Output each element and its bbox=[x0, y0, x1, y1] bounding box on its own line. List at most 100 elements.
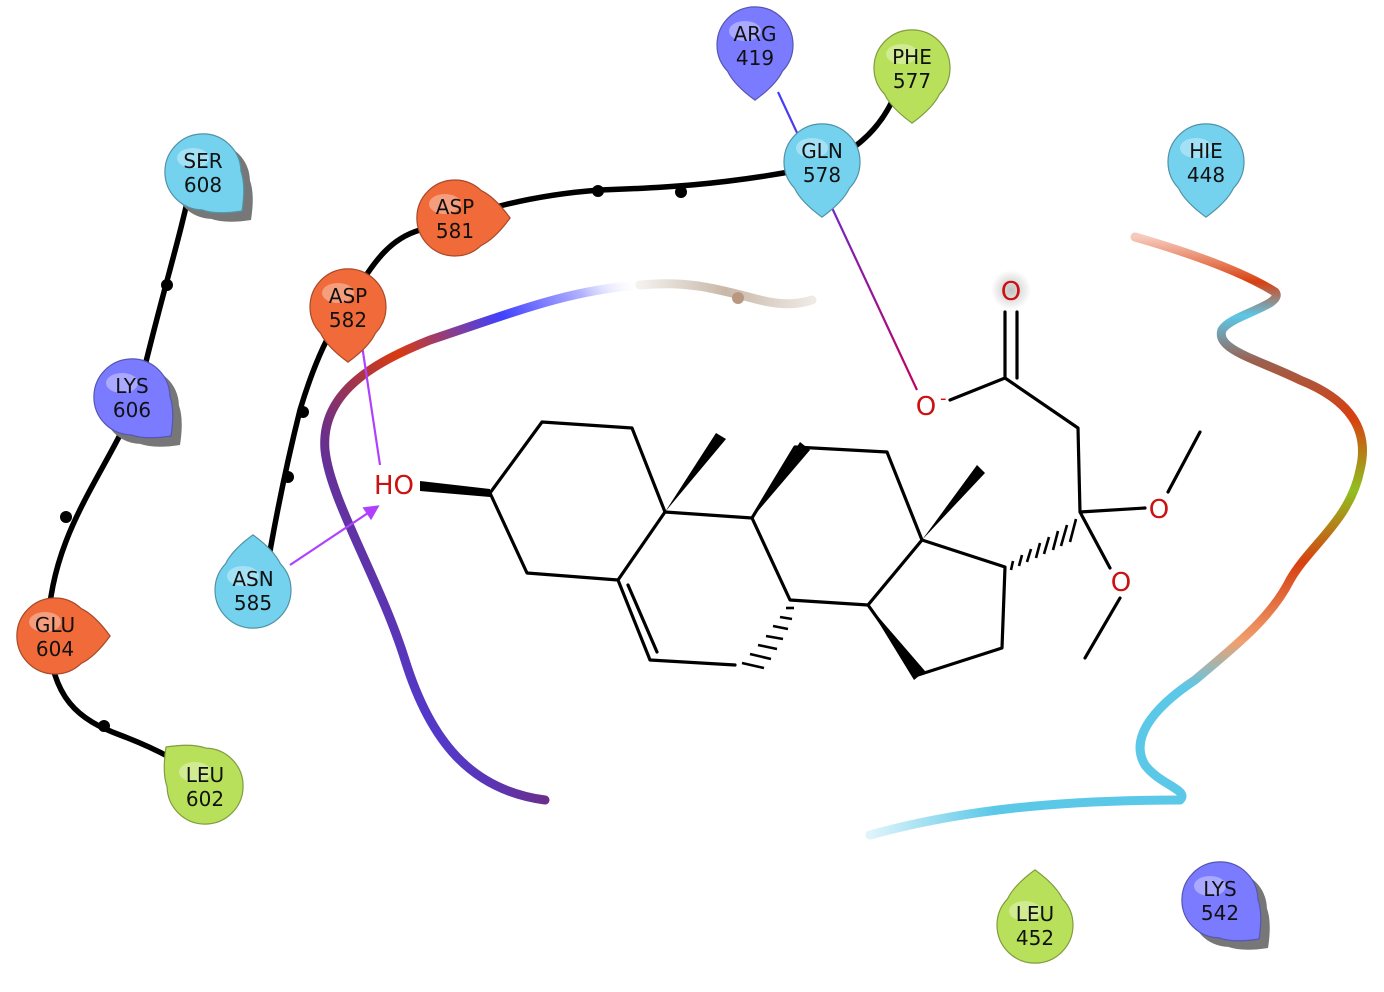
residue-droplet bbox=[416, 179, 511, 257]
hydroxyl-label: HO bbox=[374, 471, 414, 501]
backbone-dot bbox=[675, 186, 687, 198]
residue-droplet bbox=[716, 6, 794, 101]
residue-number-label: 604 bbox=[36, 637, 74, 661]
backbone-chain-left bbox=[45, 172, 208, 783]
residue-droplet bbox=[1181, 861, 1262, 942]
residue-name-label: HIE bbox=[1189, 139, 1223, 163]
residue-name-label: GLN bbox=[801, 139, 843, 163]
residue-name-label: LEU bbox=[1016, 902, 1054, 926]
residue-droplet bbox=[163, 744, 244, 825]
hbond-arrow-asp582 bbox=[354, 328, 382, 466]
hbond-arrow-asn585 bbox=[289, 505, 380, 566]
residue-highlight bbox=[177, 148, 209, 168]
residue-highlight bbox=[106, 373, 138, 393]
hash-bond bbox=[741, 606, 794, 670]
carboxylate-oxygen-label: O bbox=[916, 392, 936, 422]
residue-droplet bbox=[309, 268, 387, 363]
ring-double-bond bbox=[626, 583, 659, 654]
residue-number-label: 578 bbox=[803, 163, 841, 187]
residue-highlight bbox=[322, 283, 354, 303]
residue-number-label: 581 bbox=[436, 219, 474, 243]
backbone-dot bbox=[297, 406, 309, 418]
residue-name-label: LYS bbox=[115, 374, 148, 398]
residue-highlight bbox=[1009, 901, 1041, 921]
residue-highlight bbox=[179, 762, 211, 782]
residue-highlight bbox=[227, 566, 259, 586]
residue-name-label: LEU bbox=[186, 763, 224, 787]
pocket-right-arc bbox=[1130, 232, 1367, 805]
residue-droplet bbox=[214, 534, 292, 629]
pocket-top-segment bbox=[635, 279, 817, 309]
pocket-left-arc bbox=[320, 280, 645, 805]
wedge-bond bbox=[752, 442, 810, 518]
residue-number-label: 582 bbox=[329, 308, 367, 332]
backbone-dot bbox=[161, 279, 173, 291]
wedge-bond bbox=[868, 605, 925, 680]
pocket-outline bbox=[320, 232, 1367, 840]
pocket-bottom-segment bbox=[865, 795, 1185, 840]
residue-name-label: LYS bbox=[1203, 877, 1236, 901]
residue-number-label: 542 bbox=[1201, 901, 1239, 925]
residue-name-label: ASP bbox=[329, 284, 367, 308]
residue-number-label: 608 bbox=[184, 173, 222, 197]
backbone-dot bbox=[60, 511, 72, 523]
pocket-top-dot bbox=[732, 292, 744, 304]
backbone-dot bbox=[282, 471, 294, 483]
residue-droplet bbox=[873, 29, 951, 124]
residue-highlight bbox=[729, 21, 761, 41]
residue-droplet bbox=[1167, 123, 1245, 218]
methoxy-oxygen-label-2: O bbox=[1111, 568, 1131, 598]
solvent-exposure-halo bbox=[991, 270, 1031, 310]
ligand-bonds bbox=[488, 310, 1202, 677]
residue-highlight bbox=[1180, 138, 1212, 158]
wedge-bond bbox=[665, 433, 726, 512]
residue-droplet bbox=[996, 869, 1074, 964]
residue-highlight bbox=[1194, 876, 1226, 896]
wedge-bond bbox=[922, 465, 985, 540]
ligand-structure: HO O O - O O bbox=[374, 270, 1202, 680]
residue-droplet bbox=[164, 133, 245, 214]
residue-highlight bbox=[429, 194, 461, 214]
residue-highlight bbox=[29, 612, 61, 632]
residue-highlight bbox=[886, 44, 918, 64]
residue-name-label: ASN bbox=[232, 567, 273, 591]
backbone-dot bbox=[98, 720, 110, 732]
residue-number-label: 585 bbox=[234, 591, 272, 615]
residue-highlight bbox=[796, 138, 828, 158]
residue-number-label: 448 bbox=[1187, 163, 1225, 187]
residue-name-label: GLU bbox=[35, 613, 75, 637]
carbonyl-oxygen-label: O bbox=[1001, 277, 1021, 307]
residue-name-label: SER bbox=[183, 149, 222, 173]
residue-number-label: 452 bbox=[1016, 926, 1054, 950]
backbone-dot bbox=[592, 185, 604, 197]
residue-name-label: PHE bbox=[892, 45, 932, 69]
residue-droplet bbox=[93, 358, 174, 439]
hash-bond bbox=[1009, 518, 1078, 571]
residue-droplet bbox=[16, 597, 111, 675]
residue-name-label: ARG bbox=[733, 22, 776, 46]
residue-number-label: 419 bbox=[736, 46, 774, 70]
methoxy-oxygen-label-1: O bbox=[1149, 495, 1169, 525]
residue-droplet bbox=[783, 123, 861, 218]
residue-number-label: 606 bbox=[113, 398, 151, 422]
carboxylate-charge-label: - bbox=[940, 388, 947, 409]
residue-name-label: ASP bbox=[436, 195, 474, 219]
wedge-bond bbox=[420, 481, 490, 497]
residue-number-label: 577 bbox=[893, 69, 931, 93]
residue-number-label: 602 bbox=[186, 787, 224, 811]
